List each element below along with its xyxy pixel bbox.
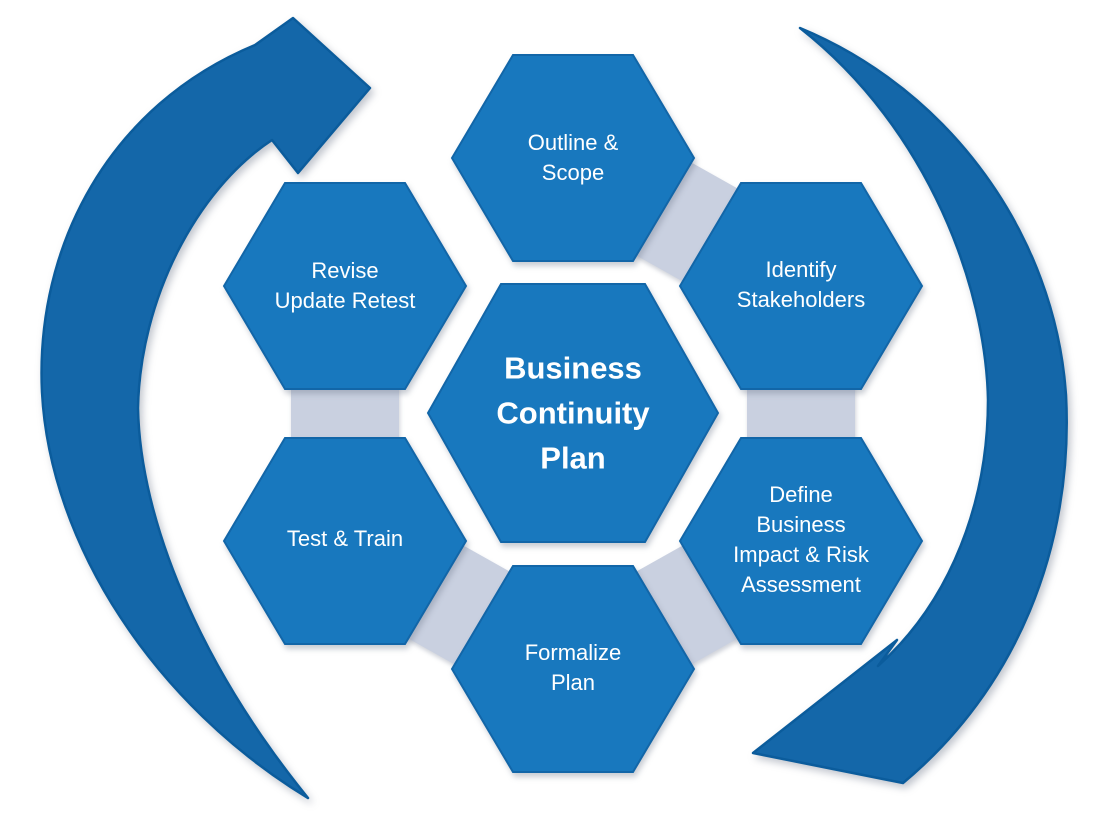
hexagon-identify-stakeholders — [678, 182, 924, 390]
hexagon-formalize-plan — [450, 565, 696, 773]
hexagons — [222, 54, 924, 773]
clockwise-arrow-left-icon — [40, 16, 372, 800]
hexagon-define-business-impact — [678, 437, 924, 645]
clockwise-arrow-right-icon — [751, 26, 1068, 785]
hexagon-test-train — [222, 437, 468, 645]
hexagon-outline-scope — [450, 54, 696, 262]
hexagon-business-continuity-plan — [426, 283, 720, 543]
cycle-arrows — [40, 16, 1068, 800]
hexagon-revise-update-retest — [222, 182, 468, 390]
